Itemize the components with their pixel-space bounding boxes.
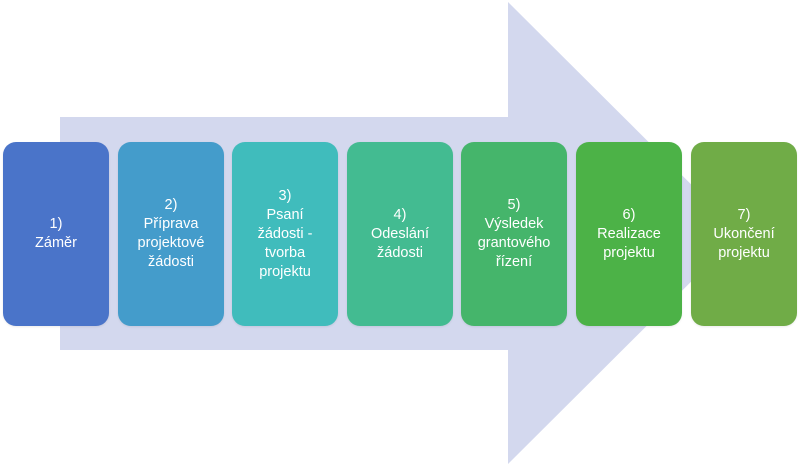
step-box-3: 3) Psaní žádosti - tvorba projektu [232,142,338,326]
step-label-5: 5) Výsledek grantového řízení [477,197,551,270]
step-box-5: 5) Výsledek grantového řízení [461,142,567,326]
step-label-4: 4) Odeslání žádosti [370,206,430,261]
step-box-4: 4) Odeslání žádosti [347,142,453,326]
step-label-1: 1) Záměr [35,216,77,251]
step-label-2: 2) Příprava projektové žádosti [137,197,205,270]
step-box-1: 1) Záměr [3,142,109,326]
step-box-6: 6) Realizace projektu [576,142,682,326]
step-label-6: 6) Realizace projektu [597,206,661,261]
step-box-7: 7) Ukončení projektu [691,142,797,326]
step-box-2: 2) Příprava projektové žádosti [118,142,224,326]
step-label-3: 3) Psaní žádosti - tvorba projektu [257,187,313,280]
step-label-7: 7) Ukončení projektu [713,206,775,261]
